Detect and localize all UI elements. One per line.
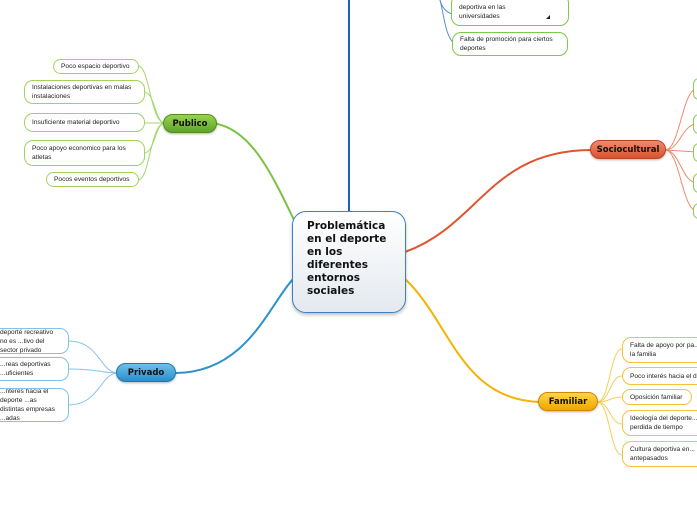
familiar-leaf-apoyo[interactable]: Falta de apoyo por pa... la familia: [622, 337, 697, 363]
collapse-indicator-icon[interactable]: [546, 15, 550, 19]
link-privado-3: [67, 372, 119, 406]
topic-familiar[interactable]: Familiar: [538, 392, 598, 411]
central-topic[interactable]: Problemática en el deporte en los difere…: [292, 211, 406, 313]
link-familiar: [403, 277, 541, 403]
link-privado-2: [67, 368, 119, 374]
familiar-leaf-cultura[interactable]: Cultura deportiva en... antepasados: [622, 441, 697, 467]
familiar-leaf-ideologia[interactable]: Ideología del deporte... perdida de tiem…: [622, 410, 697, 436]
link-socio-3: [664, 149, 697, 153]
topic-privado[interactable]: Privado: [116, 363, 176, 382]
socio-leaf-1[interactable]: [693, 78, 697, 100]
publico-leaf-espacio[interactable]: Poco espacio deportivo: [53, 59, 139, 74]
privado-leaf-areas-label: ...reas deportivas ...uficientes: [0, 361, 51, 377]
privado-leaf-interes-label: ...nterés hacia el deporte ...as distint…: [0, 388, 55, 422]
familiar-leaf-ideologia-label: Ideología del deporte... perdida de tiem…: [630, 415, 697, 431]
link-publico-4: [143, 122, 166, 154]
publico-leaf-instalaciones[interactable]: Instalaciones deportivas en malas instal…: [24, 80, 145, 104]
link-publico: [211, 122, 296, 223]
top-leaf-infraestructura-label: Falta de insfrestructura deportiva en la…: [459, 0, 526, 20]
link-top-sub2: [439, 0, 453, 15]
top-leaf-promocion-label: Falta de promoción para ciertos deportes: [460, 36, 553, 52]
link-familiar-2: [596, 375, 623, 403]
socio-leaf-2[interactable]: [693, 114, 697, 134]
publico-leaf-apoyo[interactable]: Poco apoyo economico para los atletas: [24, 140, 145, 166]
socio-leaf-5[interactable]: [693, 203, 697, 219]
link-familiar-3: [596, 396, 623, 403]
socio-leaf-3[interactable]: [693, 143, 697, 162]
link-socio-5: [664, 149, 697, 212]
privado-leaf-interes[interactable]: ...nterés hacia el deporte ...as distint…: [0, 388, 69, 422]
publico-leaf-eventos-label: Pocos eventos deportivos: [54, 176, 130, 183]
link-socio-1: [664, 88, 697, 151]
publico-leaf-instalaciones-label: Instalaciones deportivas en malas instal…: [32, 84, 132, 100]
privado-leaf-recreativo[interactable]: deporté recreativo no es ...tivo del sec…: [0, 328, 69, 354]
link-publico-5: [137, 122, 166, 181]
familiar-leaf-cultura-label: Cultura deportiva en... antepasados: [630, 446, 695, 462]
familiar-leaf-interes[interactable]: Poco interés hacia el d...: [622, 367, 697, 385]
socio-leaf-4[interactable]: [693, 173, 697, 193]
familiar-leaf-oposicion-label: Oposición familiar: [630, 393, 683, 401]
publico-leaf-material-label: Insuficiente material deportivo: [32, 119, 120, 126]
top-leaf-infraestructura[interactable]: Falta de insfrestructura deportiva en la…: [451, 0, 569, 26]
link-privado: [175, 274, 298, 374]
privado-leaf-areas[interactable]: ...reas deportivas ...uficientes: [0, 357, 69, 381]
link-familiar-1: [596, 348, 623, 403]
topic-sociocultural[interactable]: Sociocultural: [590, 140, 666, 159]
privado-leaf-recreativo-label: deporté recreativo no es ...tivo del sec…: [0, 328, 54, 354]
familiar-leaf-apoyo-label: Falta de apoyo por pa... la familia: [630, 342, 697, 358]
link-publico-2: [143, 91, 166, 124]
publico-leaf-eventos[interactable]: Pocos eventos deportivos: [46, 172, 139, 187]
top-leaf-promocion[interactable]: Falta de promoción para ciertos deportes: [452, 32, 568, 56]
link-privado-1: [67, 340, 119, 374]
topic-publico[interactable]: Publico: [163, 114, 217, 133]
link-familiar-4: [596, 401, 623, 425]
publico-leaf-material[interactable]: Insuficiente material deportivo: [24, 113, 145, 132]
link-familiar-5: [596, 401, 623, 456]
familiar-leaf-interes-label: Poco interés hacia el d...: [630, 372, 697, 380]
publico-leaf-espacio-label: Poco espacio deportivo: [61, 63, 130, 70]
publico-leaf-apoyo-label: Poco apoyo economico para los atletas: [32, 145, 126, 161]
link-sociocultural: [404, 149, 593, 253]
familiar-leaf-oposicion[interactable]: Oposición familiar: [622, 389, 692, 405]
